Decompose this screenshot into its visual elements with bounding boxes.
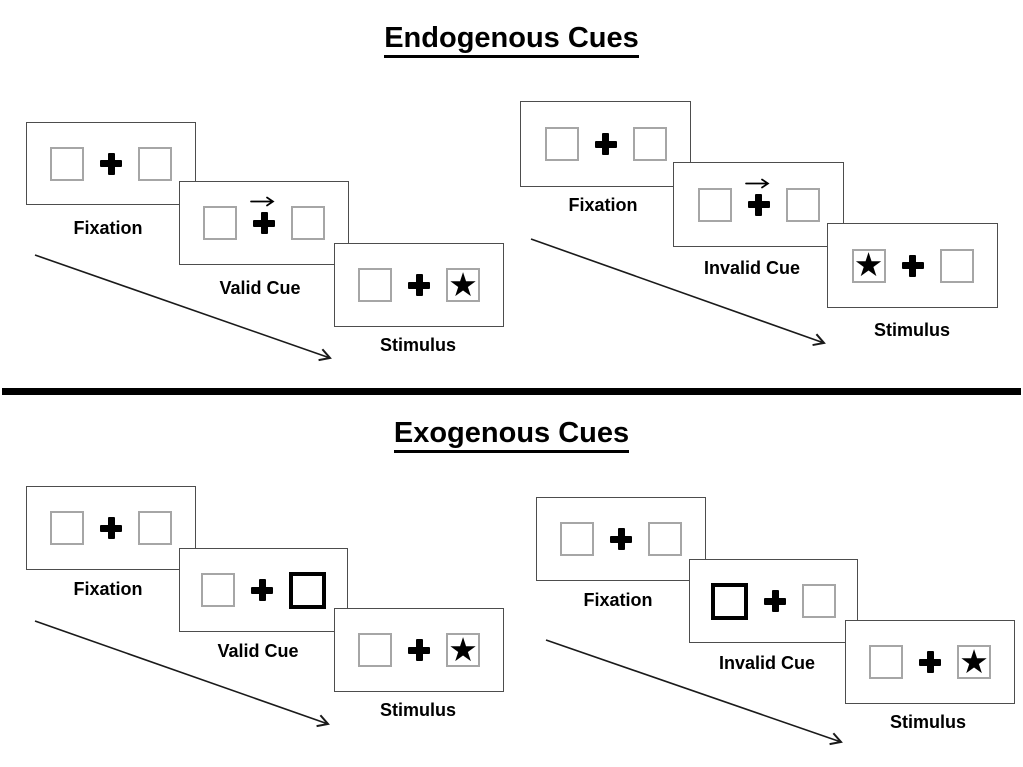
time-arrow-endogenous-invalid [530, 238, 826, 347]
placeholder-box-left [544, 127, 579, 161]
exo-valid-stimulus-screen: ★ [334, 608, 504, 692]
cue-highlight-box-right [289, 571, 326, 609]
fixation-cross-icon [100, 152, 122, 175]
stimulus-label: Stimulus [379, 335, 456, 355]
fixation-label: Fixation [73, 579, 143, 599]
fixation-cross-icon [408, 639, 430, 661]
fixation-cross-icon [764, 590, 786, 612]
invalid-cue-label: Invalid Cue [703, 258, 801, 278]
placeholder-box-right [632, 127, 667, 161]
endo-valid-stimulus-screen: ★ [334, 243, 504, 327]
target-star-icon: ★ [959, 642, 989, 680]
valid-cue-label: Valid Cue [219, 278, 301, 298]
exo-invalid-cue-screen [689, 559, 858, 643]
fixation-cross-icon [251, 579, 273, 601]
time-arrow-exogenous-valid [34, 620, 330, 728]
stimulus-label: Stimulus [889, 712, 966, 732]
fixation-cross-icon [100, 517, 122, 539]
placeholder-box-left [203, 206, 237, 240]
fixation-cross-icon [747, 193, 770, 216]
stimulus-label: Stimulus [873, 320, 950, 340]
endogenous-section-title: Endogenous Cues [0, 22, 1023, 58]
target-box-right: ★ [446, 268, 480, 302]
placeholder-box-right [785, 187, 820, 222]
fixation-label: Fixation [568, 195, 638, 215]
placeholder-box-left [201, 573, 235, 607]
placeholder-box-right [138, 511, 172, 545]
exo-valid-fixation-screen [26, 486, 196, 570]
exo-invalid-stimulus-screen: ★ [845, 620, 1015, 704]
fixation-cross-icon [408, 274, 430, 296]
endo-invalid-stimulus-screen: ★ [827, 223, 998, 308]
placeholder-box-right [291, 206, 325, 240]
endo-valid-fixation-screen [26, 122, 196, 205]
cue-highlight-box-left [711, 582, 748, 620]
placeholder-box-left [869, 645, 903, 679]
time-arrow-exogenous-invalid [545, 639, 843, 746]
fixation-label: Fixation [73, 218, 143, 238]
placeholder-box-left [358, 633, 392, 667]
fixation-label: Fixation [583, 590, 653, 610]
placeholder-box-left [358, 268, 392, 302]
endo-invalid-cue-screen [673, 162, 844, 247]
right-arrow-cue-icon [250, 196, 275, 207]
placeholder-box-right [939, 248, 974, 283]
invalid-cue-label: Invalid Cue [718, 653, 816, 673]
stimulus-label: Stimulus [379, 700, 456, 720]
section-divider-line [2, 388, 1021, 395]
target-box-right: ★ [957, 645, 991, 679]
placeholder-box-right [648, 522, 682, 556]
target-star-icon: ★ [853, 246, 884, 283]
target-box-left: ★ [851, 246, 886, 283]
placeholder-box-left [697, 187, 732, 222]
endo-invalid-fixation-screen [520, 101, 691, 187]
exo-invalid-fixation-screen [536, 497, 706, 581]
fixation-cross-icon [901, 254, 924, 277]
target-box-right: ★ [446, 633, 480, 667]
target-star-icon: ★ [448, 265, 478, 303]
right-arrow-cue-icon [744, 178, 770, 188]
valid-cue-label: Valid Cue [217, 641, 299, 661]
exo-valid-cue-screen [179, 548, 348, 632]
placeholder-box-right [138, 146, 172, 181]
fixation-cross-icon [253, 212, 275, 234]
placeholder-box-left [560, 522, 594, 556]
endo-valid-cue-screen [179, 181, 349, 265]
fixation-cross-icon [610, 528, 632, 550]
placeholder-box-left [50, 511, 84, 545]
target-star-icon: ★ [448, 630, 478, 668]
placeholder-box-right [802, 584, 836, 618]
placeholder-box-left [50, 146, 84, 181]
exogenous-section-title: Exogenous Cues [0, 417, 1023, 453]
time-arrow-endogenous-valid [34, 254, 332, 362]
fixation-cross-icon [594, 133, 617, 155]
fixation-cross-icon [919, 651, 941, 673]
